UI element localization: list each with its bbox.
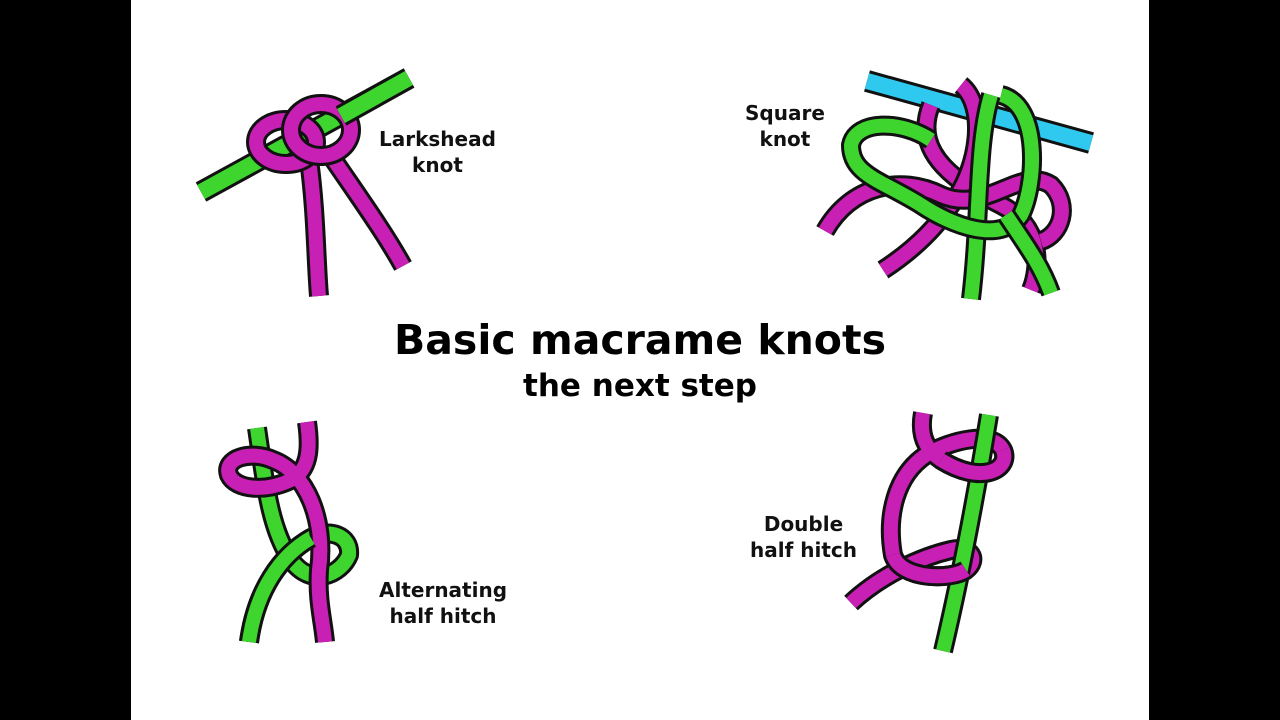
square-label-line1: Square xyxy=(745,101,825,125)
double-half-hitch-illustration xyxy=(844,411,1015,654)
alternating-label-line1: Alternating xyxy=(379,578,508,602)
page-title: Basic macrame knots xyxy=(394,316,886,364)
larkshead-label-line2: knot xyxy=(412,153,463,177)
alternating-label-line2: half hitch xyxy=(389,604,497,628)
larkshead-knot-illustration xyxy=(195,68,415,297)
larkshead-knot-label: Larkshead knot xyxy=(379,126,496,178)
alternating-half-hitch-illustration xyxy=(218,420,359,644)
square-knot-label: Square knot xyxy=(745,100,825,152)
diagram-canvas: Larkshead knot xyxy=(131,0,1149,720)
page-subtitle: the next step xyxy=(523,368,757,404)
alternating-half-hitch-label: Alternating half hitch xyxy=(379,577,507,629)
double-half-hitch-label: Double half hitch xyxy=(750,511,857,563)
double-label-line1: Double xyxy=(763,512,844,536)
square-knot-illustration xyxy=(816,70,1094,301)
larkshead-label-line1: Larkshead xyxy=(379,127,496,151)
double-label-line2: half hitch xyxy=(750,538,858,562)
square-label-line2: knot xyxy=(759,127,811,151)
